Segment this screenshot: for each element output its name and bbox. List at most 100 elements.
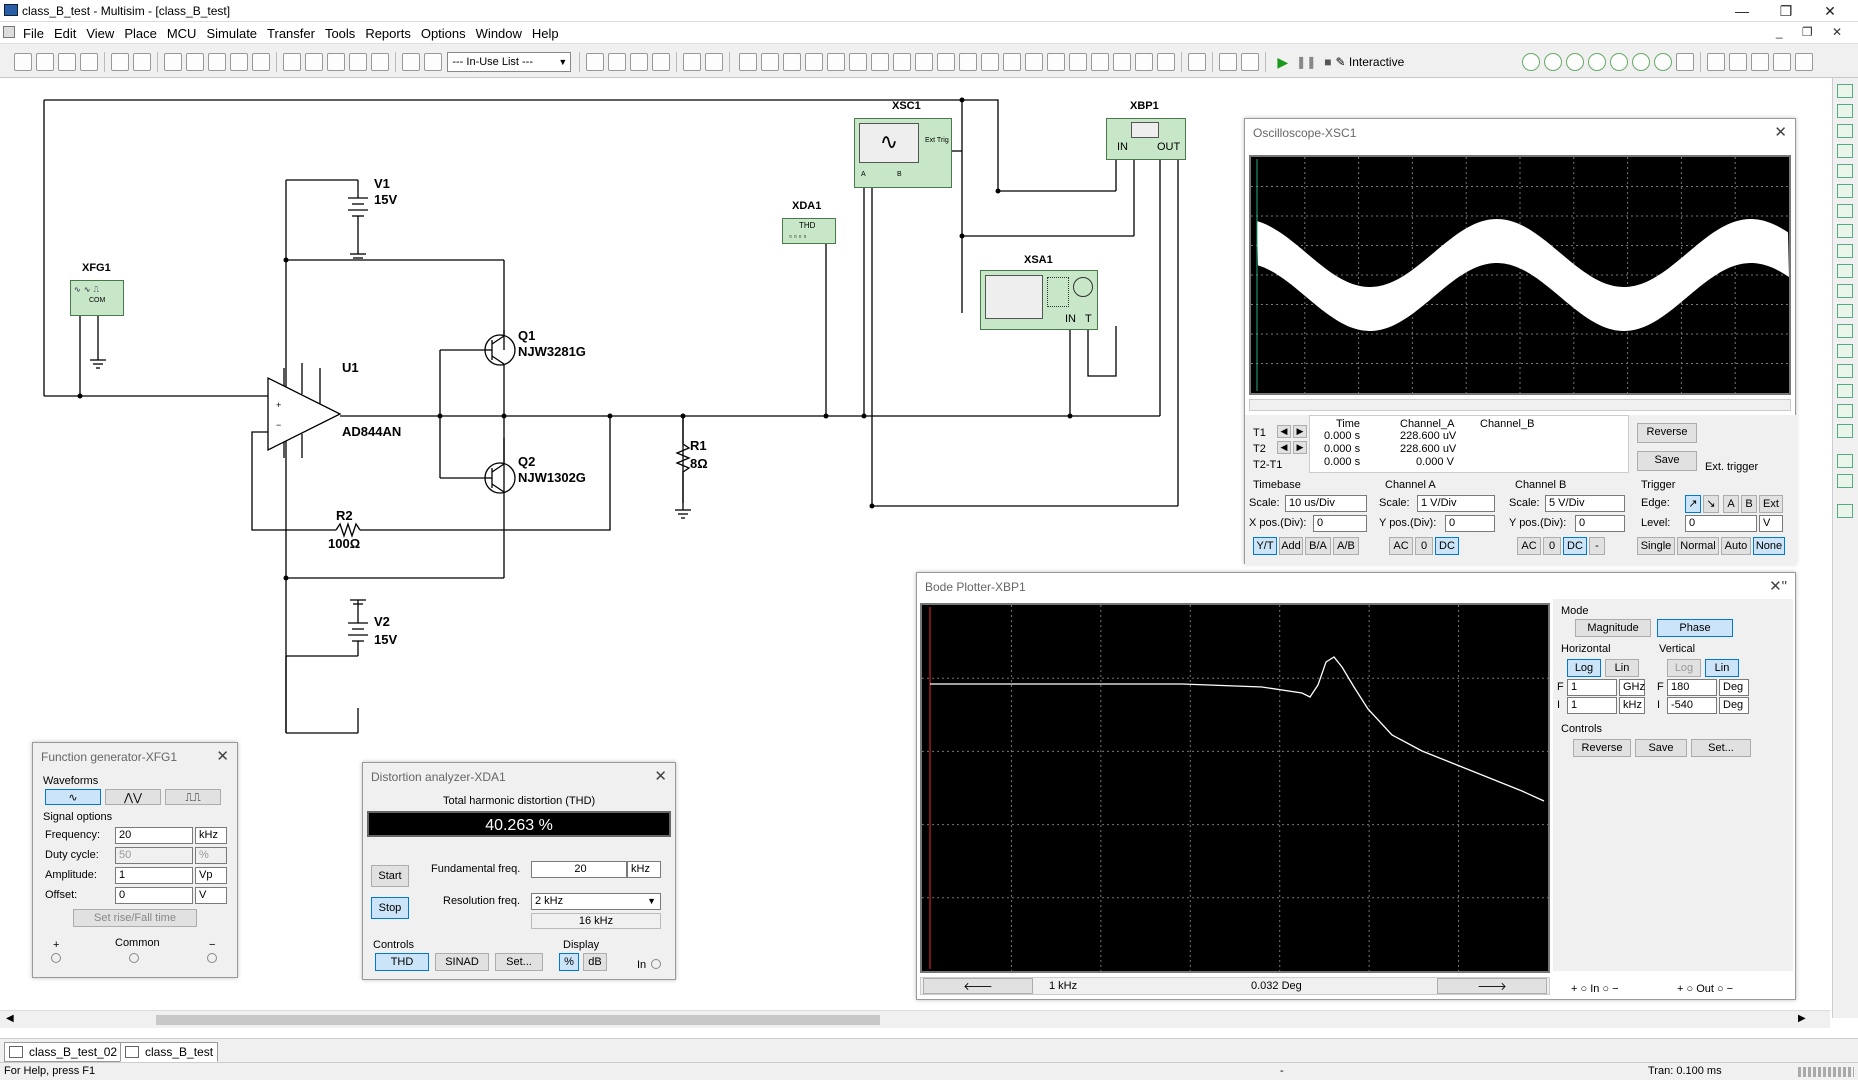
help-icon[interactable]	[704, 53, 723, 71]
place-electromech-icon[interactable]	[1047, 53, 1066, 71]
transfer-icon[interactable]	[651, 53, 670, 71]
menu-edit[interactable]: Edit	[53, 26, 77, 41]
freq-unit[interactable]: kHz	[195, 827, 227, 844]
probe-voltage-icon[interactable]	[1522, 53, 1540, 71]
vert-lin-button[interactable]: Lin	[1705, 659, 1739, 677]
close-button[interactable]: ✕	[1824, 3, 1836, 19]
in-use-list-select[interactable]: --- In-Use List ---▼	[447, 52, 572, 72]
place-analog-icon[interactable]	[827, 53, 846, 71]
menu-window[interactable]: Window	[475, 26, 522, 41]
menu-help[interactable]: Help	[531, 26, 559, 41]
print-icon[interactable]	[111, 53, 129, 71]
scroll-right-icon[interactable]: ▶	[1798, 1013, 1806, 1024]
place-ni-icon[interactable]	[1069, 53, 1088, 71]
menu-reports[interactable]: Reports	[365, 26, 411, 41]
vert-f-unit[interactable]: Deg	[1719, 679, 1749, 696]
probe-ground-icon[interactable]	[1654, 53, 1672, 71]
dist-start-button[interactable]: Start	[371, 865, 409, 887]
offset-unit[interactable]: V	[195, 887, 227, 904]
res-freq-select[interactable]: 2 kHz▼	[531, 893, 661, 910]
minimize-button[interactable]: —	[1735, 3, 1749, 19]
duty-field[interactable]: 50	[115, 847, 193, 864]
cha-scale-field[interactable]: 1 V/Div	[1417, 495, 1495, 512]
menu-simulate[interactable]: Simulate	[206, 26, 258, 41]
horiz-i-field[interactable]: 1	[1567, 697, 1617, 714]
menu-tools[interactable]: Tools	[324, 26, 356, 41]
save-icon[interactable]	[80, 53, 98, 71]
ab-button[interactable]: A/B	[1333, 537, 1359, 555]
place-bus-icon[interactable]	[1157, 53, 1176, 71]
place-misc-icon[interactable]	[981, 53, 1000, 71]
xfg1-instrument[interactable]: ∿∿⎍ COM	[70, 280, 124, 316]
current-probe-icon[interactable]	[1837, 504, 1853, 518]
cha-zero-button[interactable]: 0	[1415, 537, 1433, 555]
tektronix-scope-icon[interactable]	[1837, 424, 1853, 438]
trig-b-button[interactable]: B	[1741, 495, 1757, 513]
hierarchy-icon[interactable]	[402, 53, 420, 71]
probe-diff-icon[interactable]	[1588, 53, 1606, 71]
scroll-left-icon[interactable]: ◀	[6, 1013, 14, 1024]
chb-ac-button[interactable]: AC	[1517, 537, 1541, 555]
menu-options[interactable]: Options	[420, 26, 466, 41]
vert-log-button[interactable]: Log	[1667, 659, 1701, 677]
horiz-log-button[interactable]: Log	[1567, 659, 1601, 677]
bode-plotter-window[interactable]: Bode Plotter-XBP1 ✕" 🡐 1 kHz 0.032 Deg 🡒…	[916, 572, 1796, 1000]
oscilloscope-window[interactable]: Oscilloscope-XSC1 ✕ T1 T2 T2-T1 ◀ ▶ ◀ ▶ …	[1244, 118, 1797, 565]
scroll-thumb[interactable]	[156, 1015, 880, 1025]
print-preview-icon[interactable]	[133, 53, 151, 71]
find-icon[interactable]	[682, 53, 701, 71]
pause-icon[interactable]: ❚❚	[1296, 55, 1317, 69]
freq-field[interactable]: 20	[115, 827, 193, 844]
t1-left-button[interactable]: ◀	[1277, 425, 1291, 438]
chb-minus-button[interactable]: -	[1589, 537, 1605, 555]
square-wave-button[interactable]: ⎍⎍	[165, 789, 221, 805]
amp-unit[interactable]: Vp	[195, 867, 227, 884]
back-annotate-icon[interactable]	[607, 53, 626, 71]
fgen-plus-terminal-icon[interactable]	[51, 953, 61, 963]
bode-save-button[interactable]: Save	[1635, 739, 1687, 757]
probe-settings-icon[interactable]	[1676, 53, 1694, 71]
vert-i-unit[interactable]: Deg	[1719, 697, 1749, 714]
function-generator-icon[interactable]	[1837, 104, 1853, 118]
maximize-button[interactable]: ❐	[1779, 3, 1793, 19]
distortion-analyzer-window[interactable]: Distortion analyzer-XDA1 ✕ Total harmoni…	[362, 762, 676, 980]
open-sample-icon[interactable]	[58, 53, 76, 71]
place-resistor-icon[interactable]	[739, 53, 758, 71]
fund-freq-unit[interactable]: kHz	[627, 861, 661, 878]
t2-left-button[interactable]: ◀	[1277, 441, 1291, 454]
resize-grip-icon[interactable]	[1798, 1067, 1854, 1077]
place-hier-icon[interactable]	[1135, 53, 1154, 71]
wire-icon[interactable]	[1241, 53, 1260, 71]
doc-icon[interactable]	[3, 26, 15, 38]
tab-class-b-test[interactable]: class_B_test	[120, 1042, 219, 1062]
horiz-lin-button[interactable]: Lin	[1605, 659, 1639, 677]
mdi-controls[interactable]: _ ❐ ✕	[1775, 25, 1850, 39]
chb-scale-field[interactable]: 5 V/Div	[1545, 495, 1625, 512]
copy-icon[interactable]	[186, 53, 204, 71]
scope-scrollbar[interactable]	[1249, 399, 1791, 411]
menu-view[interactable]: View	[86, 26, 115, 41]
xda1-instrument[interactable]: THD ▫▫▫▫	[782, 218, 836, 244]
probe-icon[interactable]	[1188, 53, 1207, 71]
agilent-fg-icon[interactable]	[1837, 364, 1853, 378]
zoom-area-icon[interactable]	[1751, 53, 1769, 71]
oscilloscope-icon[interactable]	[1837, 144, 1853, 158]
scope-reverse-button[interactable]: Reverse	[1637, 423, 1697, 443]
tab-class-b-test-02[interactable]: class_B_test_02 *	[4, 1042, 131, 1062]
place-rf-icon[interactable]	[1025, 53, 1044, 71]
labview-icon[interactable]	[1837, 474, 1853, 488]
bode-screen[interactable]	[920, 603, 1550, 973]
run-icon[interactable]: ▶	[1277, 53, 1289, 70]
probe-current-icon[interactable]	[1544, 53, 1562, 71]
logic-converter-icon[interactable]	[1837, 244, 1853, 258]
frequency-counter-icon[interactable]	[1837, 204, 1853, 218]
triangle-wave-button[interactable]: ⋀⋁	[105, 789, 161, 805]
sine-wave-button[interactable]: ∿	[45, 789, 101, 805]
scope-save-button[interactable]: Save	[1637, 451, 1697, 471]
toggle-fullscreen-icon[interactable]	[283, 53, 301, 71]
offset-field[interactable]: 0	[115, 887, 193, 904]
amp-field[interactable]: 1	[115, 867, 193, 884]
grid-icon[interactable]	[305, 53, 323, 71]
normal-button[interactable]: Normal	[1677, 537, 1719, 555]
forward-annotate-icon[interactable]	[629, 53, 648, 71]
